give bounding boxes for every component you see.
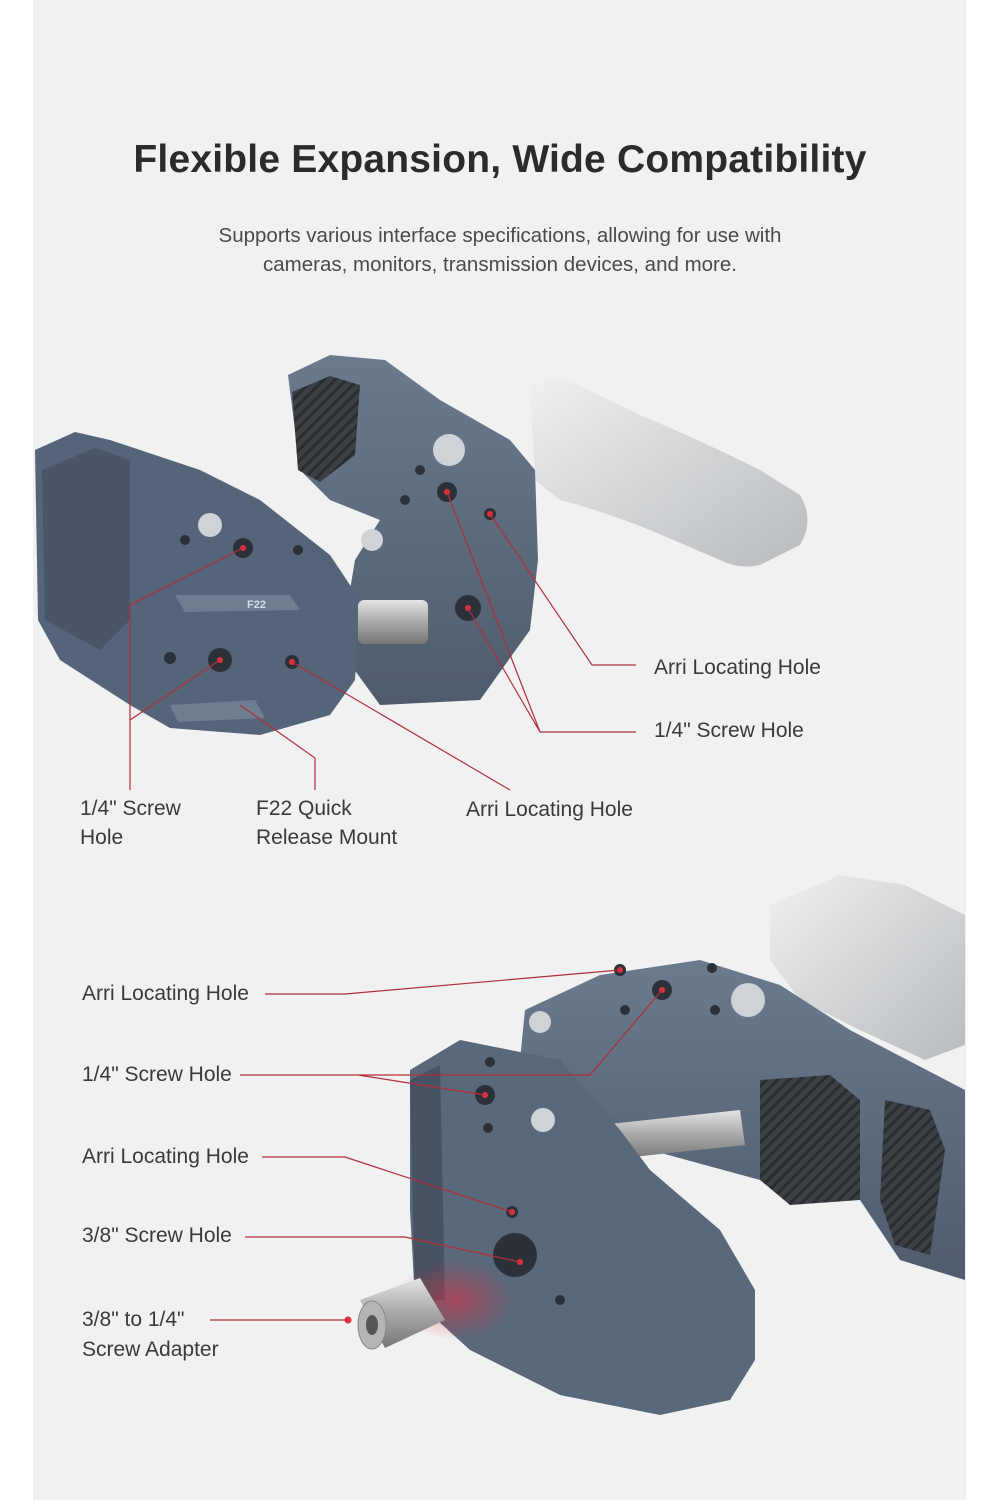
clamp-bottom [210,875,965,1415]
spring-rod [358,600,428,644]
screw-rod [600,1110,745,1160]
f22-mount-upper [175,595,300,612]
hole-b-small-a [707,963,717,973]
hole-small-d [293,545,303,555]
hole-small-c [400,495,410,505]
label-bottom-adapter-1: 3/8" to 1/4" [82,1308,185,1331]
pin-bottom-b [529,1011,551,1033]
pin-bottom-c [531,1108,555,1132]
label-top-screw-right: 1/4" Screw Hole [654,719,804,742]
hole-small-a [164,652,176,664]
label-bottom-screw-quarter: 1/4" Screw Hole [82,1063,232,1086]
label-bottom-screw-three-eighths: 3/8" Screw Hole [82,1224,232,1247]
hole-small-e [180,535,190,545]
subtitle-line-2: cameras, monitors, transmission devices,… [263,253,737,276]
label-bottom-arri-top: Arri Locating Hole [82,982,249,1005]
page-title: Flexible Expansion, Wide Compatibility [133,138,867,181]
label-bottom-adapter-2: Screw Adapter [82,1338,219,1361]
label-top-f22-1: F22 Quick [256,797,352,820]
grip-pad-b [880,1100,945,1255]
label-top-f22-2: Release Mount [256,826,398,849]
hole-b-small-b [710,1005,720,1015]
label-top-arri-bottom: Arri Locating Hole [466,798,633,821]
label-top-arri-right: Arri Locating Hole [654,656,821,679]
pin-hinge [361,529,383,551]
jaw-left-side [42,448,130,650]
jaw-front-edge [410,1065,445,1300]
screw-adapter [357,1278,445,1350]
subtitle-line-1: Supports various interface specification… [218,224,782,247]
clamp-top: F22 [35,355,808,791]
hole-b-small-f [555,1295,565,1305]
knob-bottom [770,875,965,1060]
knob-top [530,376,808,567]
label-bottom-arri-mid: Arri Locating Hole [82,1145,249,1168]
jaw-back [520,960,965,1280]
label-top-screw-left-2: Hole [80,826,124,849]
pin-top [433,434,465,466]
pin-bottom-a [731,983,765,1017]
pin-left [198,513,222,537]
callouts-top [129,491,636,791]
hole-b-three-eighths [493,1233,537,1277]
hole-small-b [415,465,425,475]
label-top-screw-left-1: 1/4" Screw [80,797,181,820]
grip-pad-a [760,1075,860,1205]
f22-mark-upper: F22 [247,599,266,611]
hole-b-small-c [620,1005,630,1015]
hole-b-small-e [483,1123,493,1133]
grip-pad-right [292,376,360,482]
callouts-bottom [210,969,663,1321]
hole-b-small-d [485,1057,495,1067]
